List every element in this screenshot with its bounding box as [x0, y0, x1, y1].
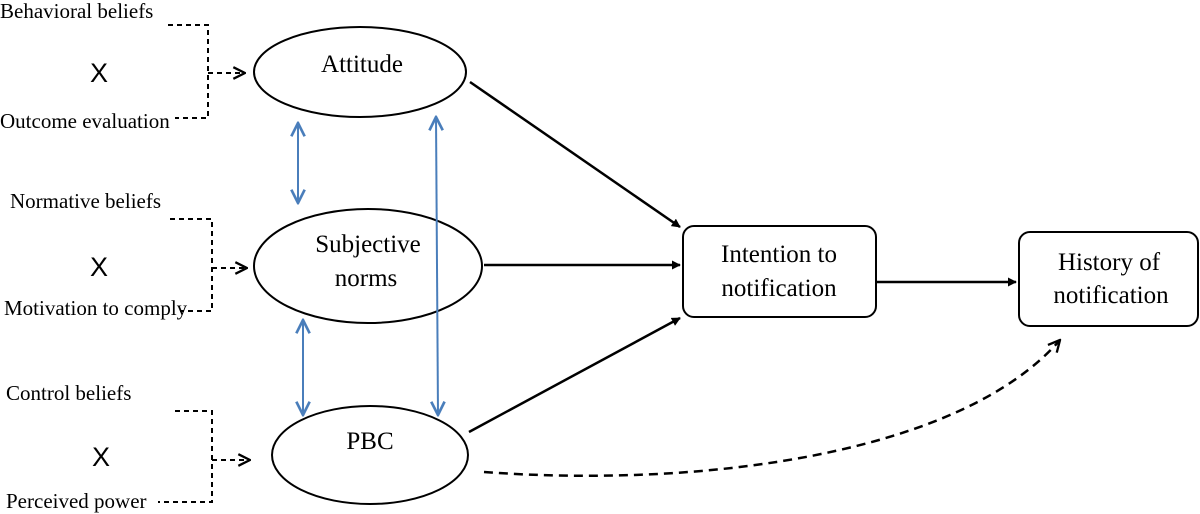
perceived-power-label: Perceived power	[6, 489, 147, 513]
history-label-line2: notification	[1053, 282, 1169, 309]
normative-beliefs-label: Normative beliefs	[10, 189, 161, 213]
subjective-norms-label-line1: Subjective	[315, 231, 421, 258]
control-beliefs-label: Control beliefs	[6, 381, 131, 405]
norms-input-bracket	[170, 218, 213, 312]
pbc-to-intention-arrow	[468, 316, 681, 434]
attitude-multiplier: X	[90, 58, 108, 88]
attitude-input-bracket	[168, 24, 209, 119]
pbc-node	[271, 405, 469, 505]
intention-label-line2: notification	[721, 275, 837, 302]
attitude-pbc-correlation-arrow	[436, 117, 438, 415]
pbc-multiplier: X	[92, 442, 110, 472]
pbc-input-bracket	[158, 410, 213, 503]
norms-multiplier: X	[90, 252, 108, 282]
history-label-line1: History of	[1058, 249, 1161, 276]
attitude-inputs: Behavioral beliefs X Outcome evaluation	[0, 0, 245, 133]
attitude-label: Attitude	[321, 51, 403, 78]
subjective-norms-label-line2: norms	[335, 265, 398, 292]
pbc-inputs: Control beliefs X Perceived power	[6, 381, 250, 513]
norms-inputs: Normative beliefs X Motivation to comply	[4, 189, 247, 320]
intention-label-line1: Intention to	[721, 241, 837, 268]
behavioral-beliefs-label: Behavioral beliefs	[0, 0, 153, 23]
pbc-label: PBC	[346, 428, 393, 455]
pbc-to-history-dashed-arrow	[483, 340, 1060, 478]
attitude-node	[253, 26, 467, 118]
intention-box	[682, 225, 877, 318]
outcome-evaluation-label: Outcome evaluation	[0, 109, 170, 133]
attitude-to-intention-arrow	[469, 80, 681, 229]
subjective-norms-node	[253, 208, 483, 324]
motivation-to-comply-label: Motivation to comply	[4, 296, 188, 320]
history-box	[1018, 231, 1199, 327]
